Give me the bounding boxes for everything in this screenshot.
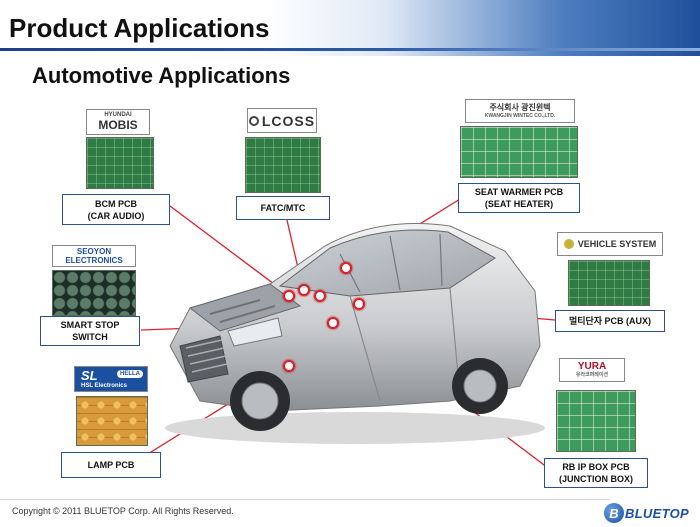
smart-stop-label: SMART STOP SWITCH <box>40 316 140 346</box>
kwangjin-logo-sub: KWANGJIN WINTEC CO.,LTD. <box>484 112 556 119</box>
seoyon-logo: SEOYON ELECTRONICS <box>52 245 136 267</box>
footer-rule <box>0 499 610 500</box>
lamp-label-text: LAMP PCB <box>87 460 135 470</box>
smart-stop-label-line2: SWITCH <box>72 332 108 342</box>
vehicle-system-logo: VEHICLE SYSTEM <box>557 232 663 256</box>
marker-smart <box>327 317 339 329</box>
yura-logo-main: YURA <box>577 361 607 372</box>
rb-ip-box-label: RB IP BOX PCB (JUNCTION BOX) <box>544 458 648 488</box>
bcm-pcb-label-line2: (CAR AUDIO) <box>87 210 145 221</box>
kwangjin-logo: 주식회사 광진윈텍 KWANGJIN WINTEC CO.,LTD. <box>465 99 575 123</box>
marker-seat <box>340 262 352 274</box>
aux-label-text: 멀티단자 PCB (AUX) <box>568 316 652 326</box>
bluetop-logo: B BLUETOP <box>604 503 696 523</box>
lcoss-icon <box>248 115 259 126</box>
hella-badge-icon: HELLA <box>117 370 143 378</box>
car-illustration <box>150 196 550 446</box>
lamp-label: LAMP PCB <box>61 452 161 478</box>
vehicle-system-icon <box>563 239 574 249</box>
yura-logo-sub: 유라코퍼레이션 <box>575 372 609 378</box>
fatc-label: FATC/MTC <box>236 196 330 220</box>
copyright-text: Copyright © 2011 BLUETOP Corp. All Right… <box>12 506 234 516</box>
marker-fatc <box>298 284 310 296</box>
seat-warmer-label-line1: SEAT WARMER PCB <box>474 187 564 197</box>
aux-label: 멀티단자 PCB (AUX) <box>555 310 665 332</box>
marker-center <box>314 290 326 302</box>
rb-ip-box-label-line2: (JUNCTION BOX) <box>559 474 633 484</box>
vehicle-system-logo-text: VEHICLE SYSTEM <box>577 239 657 249</box>
lamp-pcb-photo <box>76 396 148 446</box>
aux-pcb-photo <box>568 260 650 306</box>
marker-lamp <box>283 360 295 372</box>
yura-logo: YURA 유라코퍼레이션 <box>559 358 625 382</box>
page-title: Product Applications <box>9 13 270 43</box>
fatc-pcb-photo <box>245 137 321 193</box>
seoyon-logo-main: SEOYON <box>76 247 112 256</box>
bluetop-logo-text: BLUETOP <box>625 505 689 521</box>
bcm-pcb-label: BCM PCB (CAR AUDIO) <box>62 194 170 225</box>
mobis-logo-top: HYUNDAI <box>104 112 132 118</box>
header-banner <box>0 0 700 56</box>
smart-stop-pcb-photo <box>52 270 136 316</box>
lcoss-logo: LCOSS <box>247 108 317 133</box>
bcm-pcb-label-line1: BCM PCB <box>95 198 137 209</box>
hsl-logo-main: SL <box>81 367 98 383</box>
rb-ip-box-pcb-photo <box>556 390 636 452</box>
rb-ip-box-label-line1: RB IP BOX PCB <box>562 462 630 472</box>
mobis-logo: HYUNDAI MOBIS <box>86 109 150 135</box>
seat-warmer-pcb-photo <box>460 126 578 178</box>
mobis-logo-main: MOBIS <box>98 118 138 132</box>
kwangjin-logo-main: 주식회사 광진윈텍 <box>489 102 551 112</box>
lcoss-logo-text: LCOSS <box>261 112 316 129</box>
smart-stop-label-line1: SMART STOP <box>60 320 120 330</box>
seoyon-logo-sub: ELECTRONICS <box>65 256 123 265</box>
section-title: Automotive Applications <box>32 63 291 88</box>
hsl-logo: SL HSL Electronics HELLA <box>74 366 148 392</box>
seat-warmer-label-line2: (SEAT HEATER) <box>484 199 554 209</box>
header-rule <box>0 48 700 51</box>
bluetop-mark-icon: B <box>604 503 624 523</box>
marker-bcm <box>283 290 295 302</box>
marker-aux <box>353 298 365 310</box>
seat-warmer-label: SEAT WARMER PCB (SEAT HEATER) <box>458 183 580 213</box>
fatc-label-text: FATC/MTC <box>260 203 306 213</box>
hsl-logo-sub: HSL Electronics <box>81 382 127 389</box>
bcm-pcb-photo <box>86 137 154 189</box>
